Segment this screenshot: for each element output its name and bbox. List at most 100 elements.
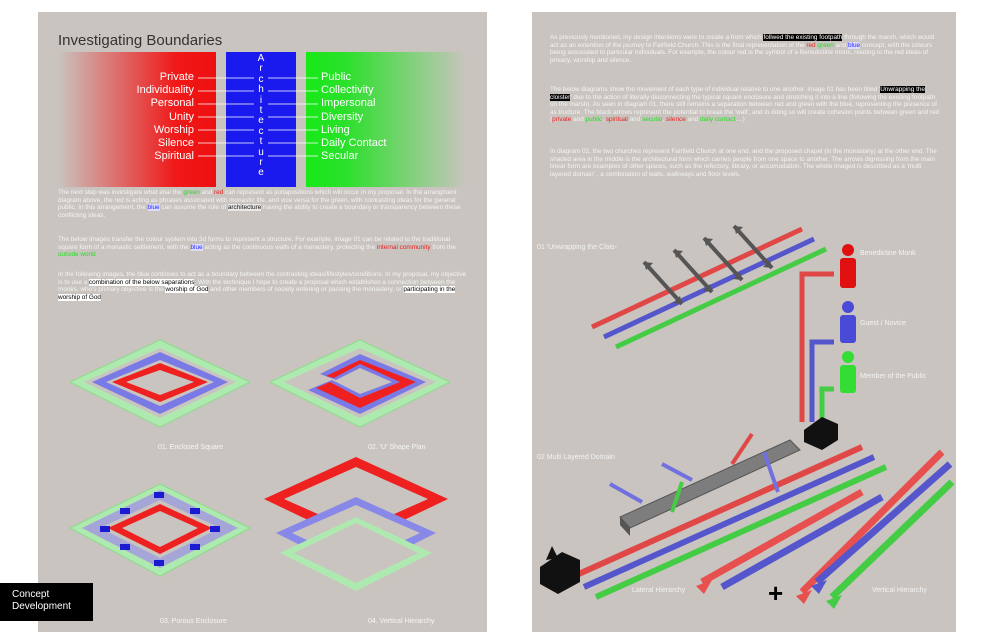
text: The below images transfer the colour sys… [58,236,451,251]
highlight-worship: worship of God [165,286,209,294]
connector-lines [198,77,318,157]
movement-diagram [540,224,955,609]
highlight-silence: silence [665,116,686,124]
word-personal: Personal [150,97,194,110]
concept-line-1: Concept [12,589,50,600]
highlight-red: red [806,41,816,49]
highlight-daily-contact: daily contact [700,116,736,124]
word-collectivity: Collectivity [321,84,374,97]
word-unity: Unity [168,110,194,123]
text: . With the technique I hope to create a … [58,278,456,294]
word-individuality: Individuality [136,84,194,97]
text: and [685,116,700,124]
highlight-spiritual: spiritual [605,116,628,124]
word-impersonal: Impersonal [321,97,376,110]
architecture-letters: A r c h i t e c t u r e [226,53,296,179]
text: As previously mentioned, my design inten… [550,34,764,41]
right-paragraph-1: As previously mentioned, my design inten… [550,34,942,64]
highlight-blue: blue [190,243,203,251]
text: through the marsh, which would act as an… [550,34,935,49]
right-paragraph-3: In diagram 02, the two churches represen… [550,148,937,178]
text: can assume the role of [159,204,228,212]
arch-letter: e [258,167,264,179]
vertical-hierarchy-diagram [264,457,448,591]
arch-letter: h [258,84,264,96]
paragraph-1: The next step was investigate what else … [58,189,468,219]
caption-01: 01. Enclosed Square [158,444,223,451]
text: and [571,116,586,124]
text: and [833,41,848,49]
highlight-footpath: follwed the existing footpath [763,34,843,41]
public-band [306,52,466,187]
proposed-chapel-icon [804,417,838,450]
text: , [602,116,606,124]
label-member-public: Member of the Public [860,373,927,380]
text: ' due to the action of literally disconn… [550,93,940,124]
arch-letter: A [257,53,265,64]
right-page: As previously mentioned, my design inten… [532,12,956,632]
word-spiritual: Spiritual [154,150,194,163]
arch-letter: c [258,73,264,85]
paragraph-3: In the following images, the blue contin… [58,271,468,301]
concept-line-2: Development [12,600,71,612]
text: can represent as juxtapositions which wi… [58,189,457,212]
text: ....) [735,116,745,124]
text: and [627,116,643,124]
arch-letter: r [259,63,263,75]
arch-letter: e [258,115,264,127]
private-words: Private Individuality Personal Unity Wor… [58,71,194,163]
right-paragraph-2: The below diagrams show the movement of … [550,86,942,124]
highlight-green: green [817,41,834,49]
plus-sign: + [768,578,784,608]
word-daily-contact: Daily Contact [321,137,387,150]
arch-letter: t [259,105,263,117]
text: The next step was investigate what else … [58,189,184,196]
text: and other members of society entering or… [208,286,404,294]
highlight-blue: blue [847,41,861,49]
highlight-red: red [213,189,224,196]
fairfield-church-icon [540,546,580,594]
highlight-green: green [183,189,200,196]
arch-letter: c [258,125,264,137]
word-worship: Worship [153,123,194,136]
arch-letter: i [259,94,263,106]
highlight-outside-world: outside world [58,251,96,259]
highlight-blue: blue [147,204,160,212]
highlight-private: private [552,116,572,124]
highlight-combination: combination of the below saparations [88,278,195,286]
label-benedictine-monk: Benedictine Monk [860,250,916,257]
highlight-architecture: architecture [227,204,262,212]
concept-development-label: Concept Development [0,583,93,621]
caption-03: 03. Porous Enclosure [160,618,227,625]
caption-02: 02. 'U' Shape Plan [368,444,426,451]
text: from the [430,243,456,251]
page-title: Investigating Boundaries [58,32,223,49]
label-vertical-hierarchy: Vertical Hierarchy [872,587,927,594]
monk-figure [840,244,856,288]
architecture-band [226,52,296,187]
text: , [662,116,666,124]
word-private: Private [159,71,194,83]
arch-letter: t [259,136,263,148]
text: In the following images, the blue contin… [58,271,467,286]
private-band [58,52,216,187]
left-page: Investigating Boundaries Private Individ… [38,12,487,632]
enclosed-square-diagram [68,339,252,428]
word-secular: Secular [321,150,359,163]
word-diversity: Diversity [321,110,364,123]
text: acting as the continuous walls of a mona… [202,243,377,251]
public-words: Public Collectivity Impersonal Diversity… [321,71,461,163]
text: having the ability to create a boundary … [58,204,461,219]
arch-letter: u [258,146,264,158]
highlight-secular: secular [642,116,663,124]
text: The below diagrams show the movement of … [550,86,881,93]
u-shape-diagram [268,339,452,428]
porous-enclosure-diagram [68,483,252,577]
guest-figure [840,301,856,343]
public-figure [840,351,856,393]
highlight-public: public [585,116,603,124]
word-living: Living [321,123,350,136]
word-public: Public [321,71,351,83]
label-unwrapping: 01 'Unwrapping the Clois- [537,244,617,251]
label-lateral-hierarchy: Lateral Hierarchy [632,587,686,594]
